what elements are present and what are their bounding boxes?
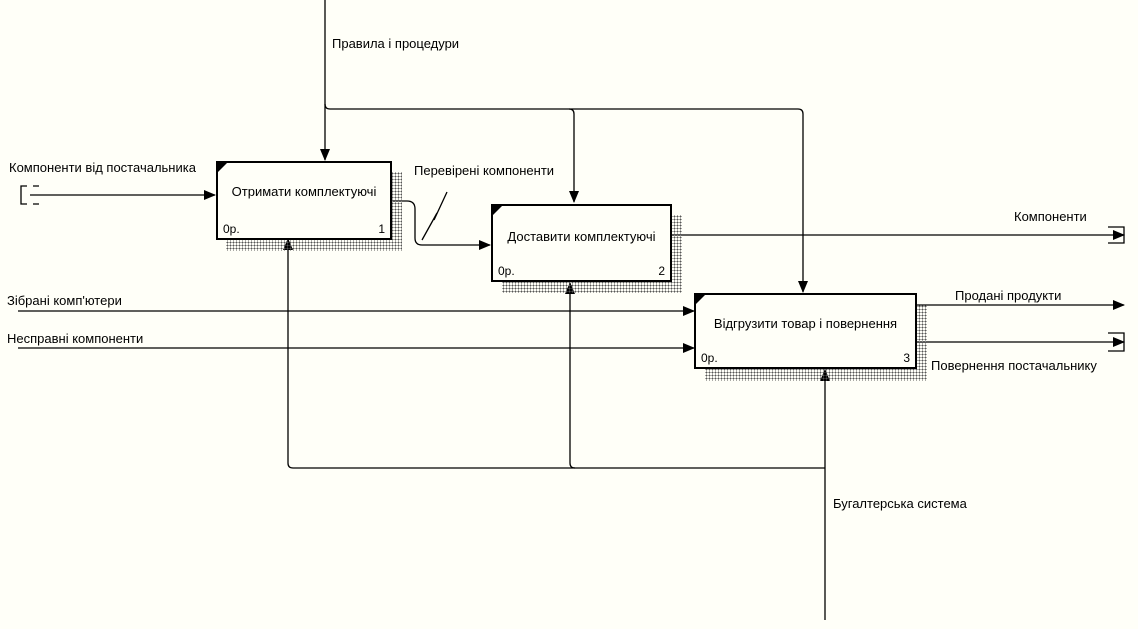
tunnel-icon-components-out bbox=[1108, 226, 1125, 244]
activity-number: 2 bbox=[658, 264, 665, 278]
corner-mark bbox=[696, 295, 705, 304]
label-accounting-system: Бугалтерська система bbox=[833, 496, 967, 511]
activity-number: 1 bbox=[378, 222, 385, 236]
label-rules: Правила і процедури bbox=[332, 36, 460, 51]
label-components: Компоненти bbox=[1014, 209, 1087, 224]
activity-title: Відгрузити товар і повернення bbox=[713, 316, 898, 331]
squiggle-checked-components bbox=[421, 191, 448, 241]
label-return-to-supplier: Повернення постачальнику bbox=[931, 358, 1097, 373]
arrow-accounting-branch-1 bbox=[283, 238, 575, 469]
activity-cost: 0р. bbox=[701, 351, 718, 365]
label-faulty-components: Несправні компоненти bbox=[7, 331, 144, 346]
activity-box-3[interactable]: Відгрузити товар і повернення 0р. 3 bbox=[694, 293, 917, 369]
activity-cost: 0р. bbox=[223, 222, 240, 236]
label-components-from-supplier: Компоненти від постачальника bbox=[9, 160, 196, 175]
corner-mark bbox=[218, 163, 227, 172]
activity-title: Отримати комплектуючі bbox=[231, 184, 377, 199]
label-assembled-computers: Зібрані комп'ютери bbox=[7, 293, 122, 308]
arrow-checked-components bbox=[392, 200, 491, 250]
label-sold-products: Продані продукти bbox=[955, 288, 1062, 303]
corner-mark bbox=[493, 206, 502, 215]
activity-title: Доставити комплектуючі bbox=[507, 229, 656, 244]
label-checked-components: Перевірені компоненти bbox=[414, 163, 555, 178]
tunnel-icon-return-out bbox=[1108, 332, 1125, 352]
activity-box-2[interactable]: Доставити комплектуючі 0р. 2 bbox=[491, 204, 672, 282]
tunnel-icon-supplier-in bbox=[20, 185, 39, 205]
activity-box-1[interactable]: Отримати комплектуючі 0р. 1 bbox=[216, 161, 392, 240]
activity-number: 3 bbox=[903, 351, 910, 365]
arrow-rules-branch-3 bbox=[569, 108, 808, 293]
activity-cost: 0р. bbox=[498, 264, 515, 278]
